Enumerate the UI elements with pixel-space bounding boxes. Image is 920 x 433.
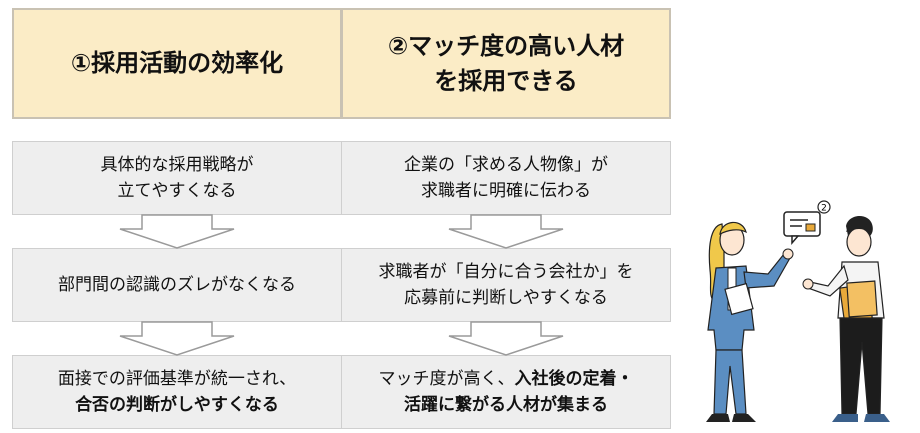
down-arrow-icon [119,321,235,356]
col1-step2: 部門間の認識のズレがなくなる [12,248,342,322]
col2-step1: 企業の「求める人物像」が 求職者に明確に伝わる [341,141,671,215]
down-arrow-icon [119,214,235,249]
speech-bubble-icon: 2 [783,200,831,246]
down-arrow-icon [448,321,564,356]
header-efficiency: ①採用活動の効率化 [12,8,342,119]
man-figure [802,215,890,422]
col2-step2-line2: 応募前に判断しやすくなる [404,288,608,308]
col1-step1-line2: 立てやすくなる [117,181,237,201]
col2-step1-line1: 企業の「求める人物像」が [404,154,608,175]
conversation-illustration: 2 [706,200,890,422]
bubble-number: 2 [821,204,827,214]
col2-step3-line2-bold: 活躍に繋がる人材が集まる [404,395,608,415]
header-matching-line2: を採用できる [434,66,578,95]
col1-step1: 具体的な採用戦略が 立てやすくなる [12,141,342,215]
col2-step2: 求職者が「自分に合う会社か」を 応募前に判断しやすくなる [341,248,671,322]
col1-step3-line1: 面接での評価基準が統一され、 [57,368,297,389]
header-matching-line1: ②マッチ度の高い人材 [387,31,625,60]
col2-step3: マッチ度が高く、入社後の定着・ 活躍に繋がる人材が集まる [341,355,671,429]
col2-step3-line1-plain: マッチ度が高く、 [378,368,515,389]
col1-step3: 面接での評価基準が統一され、 合否の判断がしやすくなる [12,355,342,429]
col2-step1-line2: 求職者に明確に伝わる [421,181,591,201]
header-matching: ②マッチ度の高い人材 を採用できる [341,8,671,119]
down-arrow-icon [448,214,564,249]
col1-step1-line1: 具体的な採用戦略が [100,154,254,175]
header-efficiency-text: ①採用活動の効率化 [70,49,284,78]
woman-figure [706,221,794,422]
col2-step3-line1-bold: 入社後の定着・ [514,368,634,389]
col1-step3-line2: 合否の判断がしやすくなる [75,395,279,415]
col2-step2-line1: 求職者が「自分に合う会社か」を [378,261,634,282]
col1-step2-line1: 部門間の認識のズレがなくなる [58,274,296,295]
